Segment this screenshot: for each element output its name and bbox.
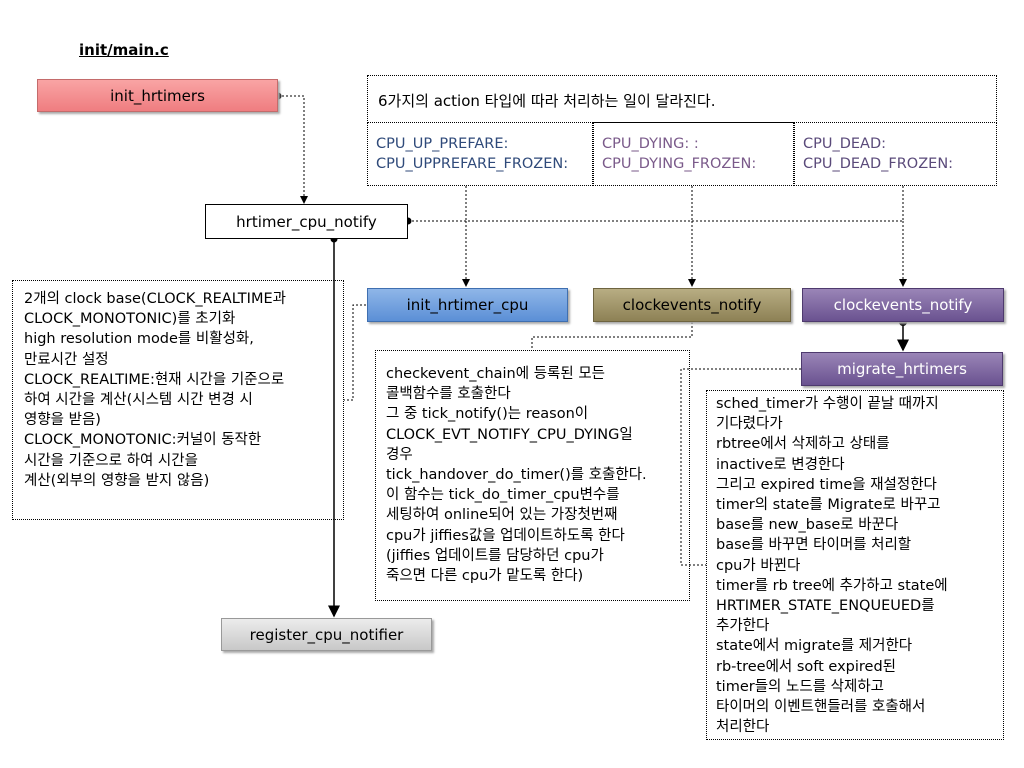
action-line: CPU_DYING: :: [602, 136, 699, 152]
edge-ce2-to-migrate: [897, 318, 909, 352]
node-init-hrtimer-cpu: init_hrtimer_cpu: [367, 288, 568, 322]
node-init-hrtimers: init_hrtimers: [37, 79, 278, 112]
action-line: CPU_UPPREFARE_FROZEN:: [376, 156, 569, 172]
action-cpu-dying: CPU_DYING: : CPU_DYING_FROZEN:: [593, 122, 794, 186]
action-line: CPU_DEAD:: [803, 136, 887, 152]
node-clockevents-notify-dead: clockevents_notify: [802, 288, 1004, 322]
action-header: 6가지의 action 타입에 따라 처리하는 일이 달라진다.: [367, 75, 997, 123]
node-migrate-hrtimers: migrate_hrtimers: [801, 352, 1003, 386]
note-migrate-hrtimers: sched_timer가 수행이 끝날 때까지 기다렸다가 rbtree에서 삭…: [706, 390, 1004, 740]
action-cpu-dead: CPU_DEAD: CPU_DEAD_FROZEN:: [794, 122, 997, 186]
note-init-hrtimer-cpu: 2개의 clock base(CLOCK_REALTIME과 CLOCK_MON…: [12, 280, 344, 520]
action-cpu-up-prepare: CPU_UP_PREFARE: CPU_UPPREFARE_FROZEN:: [367, 122, 593, 186]
edge-init-to-notify: [274, 92, 308, 204]
node-clockevents-notify-dying: clockevents_notify: [593, 288, 791, 322]
action-line: CPU_DEAD_FROZEN:: [803, 156, 954, 172]
node-register-cpu-notifier: register_cpu_notifier: [221, 618, 432, 651]
note-clockevents-notify: checkevent_chain에 등록된 모든 콜백함수를 호출한다 그 중 …: [375, 350, 690, 601]
action-line: CPU_UP_PREFARE:: [376, 136, 509, 152]
action-line: CPU_DYING_FROZEN:: [602, 156, 757, 172]
edge-notify-branches: [404, 186, 907, 287]
note-callouts: [344, 304, 801, 566]
file-label: init/main.c: [79, 41, 169, 59]
node-hrtimer-cpu-notify: hrtimer_cpu_notify: [205, 204, 408, 239]
